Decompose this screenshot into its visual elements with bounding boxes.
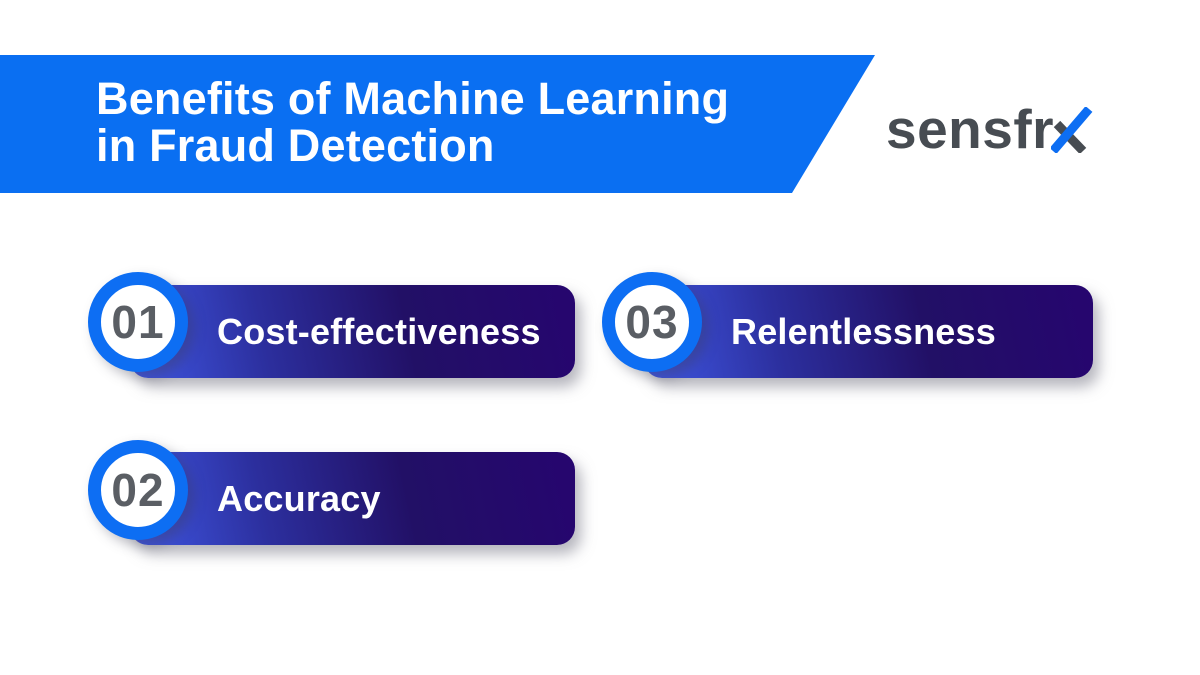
benefit-number-badge-2: 02: [88, 440, 188, 540]
benefit-number: 02: [111, 464, 165, 516]
page-title-line-2: in Fraud Detection: [96, 120, 495, 171]
logo-wordmark: sensfr: [886, 98, 1055, 160]
benefit-label: Accuracy: [217, 477, 381, 519]
benefit-pill-3: Relentlessness: [644, 285, 1093, 378]
benefit-number: 01: [111, 296, 165, 348]
benefit-label: Cost-effectiveness: [217, 310, 541, 352]
logo-x-icon: [1051, 107, 1093, 153]
page-title: Benefits of Machine Learning in Fraud De…: [0, 55, 875, 169]
benefit-pill-2: Accuracy: [130, 452, 575, 545]
benefit-number-badge-1: 01: [88, 272, 188, 372]
benefit-label: Relentlessness: [731, 310, 996, 352]
benefit-number-badge-3: 03: [602, 272, 702, 372]
benefit-number: 03: [625, 296, 679, 348]
header-banner: Benefits of Machine Learning in Fraud De…: [0, 55, 875, 193]
benefit-pill-1: Cost-effectiveness: [130, 285, 575, 378]
page-title-line-1: Benefits of Machine Learning: [96, 73, 730, 124]
